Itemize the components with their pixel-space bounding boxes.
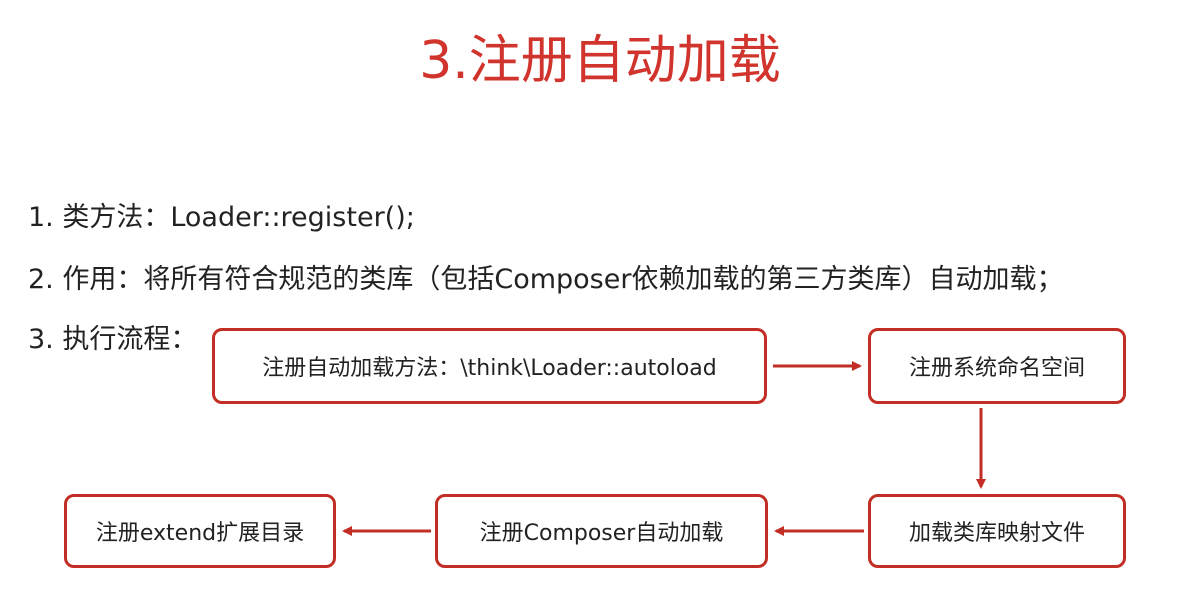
flow-node-label: 加载类库映射文件 [908, 521, 1085, 546]
flow-node-register-namespace: 注册系统命名空间 [868, 328, 1126, 404]
point-class-method: 1. 类方法：Loader::register(); [28, 202, 415, 233]
flow-node-label: 注册Composer自动加载 [479, 521, 724, 546]
flow-node-label: 注册系统命名空间 [908, 356, 1085, 381]
page-title: 3.注册自动加载 [419, 31, 781, 91]
point-flow-label: 3. 执行流程： [28, 324, 198, 355]
flow-node-register-extend: 注册extend扩展目录 [64, 494, 336, 568]
flow-node-register-composer: 注册Composer自动加载 [435, 494, 768, 568]
flow-node-label: 注册extend扩展目录 [95, 521, 305, 546]
flow-node-label: 注册自动加载方法：\think\Loader::autoload [262, 356, 717, 381]
flow-node-load-mapfile: 加载类库映射文件 [868, 494, 1126, 568]
flow-node-register-autoload: 注册自动加载方法：\think\Loader::autoload [212, 328, 767, 404]
point-purpose: 2. 作用：将所有符合规范的类库（包括Composer依赖加载的第三方类库）自动… [28, 264, 1064, 295]
